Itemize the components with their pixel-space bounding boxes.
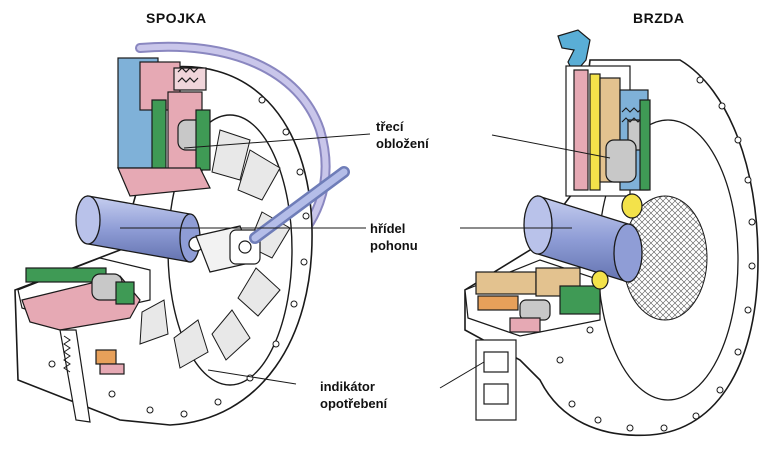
clutch-upper-section: [117, 57, 211, 197]
brake-lower-section: [464, 259, 609, 421]
label-shaft-line1: hřídel: [370, 221, 406, 236]
clutch-drive-shaft: [75, 195, 204, 263]
clutch-rotary-joint: [195, 166, 350, 273]
label-friction-line2: obložení: [376, 136, 429, 151]
brake-upper-section: [565, 65, 651, 219]
brake-drive-shaft: [523, 195, 643, 283]
label-shaft-line2: pohonu: [370, 238, 418, 253]
leader-lines: [120, 133, 611, 389]
label-friction-line1: třecí: [376, 119, 404, 134]
title-clutch: SPOJKA: [146, 10, 207, 26]
leader-wear-clutch: [207, 369, 297, 385]
clutch-assembly: [14, 41, 350, 426]
label-wear-line2: opotřebení: [320, 396, 388, 411]
leader-friction-clutch: [183, 133, 371, 149]
title-brake: BRZDA: [633, 10, 685, 26]
leader-wear-brake: [439, 361, 485, 389]
leader-friction-brake: [491, 134, 611, 159]
label-drive-shaft: hřídel pohonu: [370, 220, 418, 254]
brake-assembly: [464, 29, 759, 437]
clutch-lower-section: [17, 257, 151, 423]
label-wear-indicator: indikátor opotřebení: [320, 378, 387, 412]
label-wear-line1: indikátor: [320, 379, 375, 394]
brake-rim-bolts: [556, 76, 756, 432]
label-friction-lining: třecí obložení: [376, 118, 429, 152]
